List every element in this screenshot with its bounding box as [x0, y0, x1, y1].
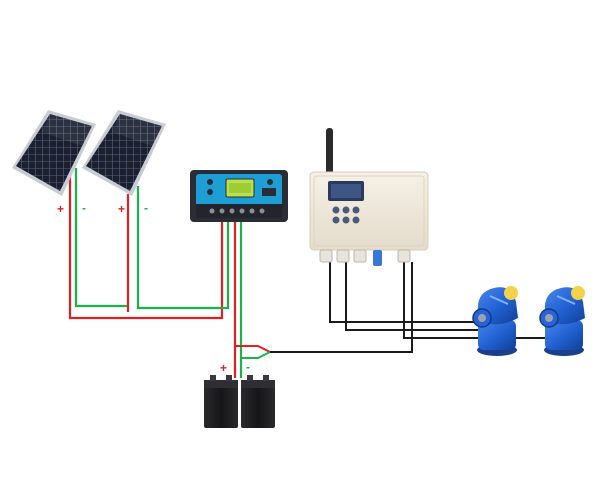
- controller-indicator-icon: [207, 179, 213, 185]
- wire-panel1-negative: [74, 168, 128, 308]
- rtu-keypad: [332, 206, 360, 224]
- usb-port-icon: [262, 188, 276, 196]
- rtu-controller-box: [309, 128, 429, 266]
- battery-icon: [241, 375, 275, 428]
- solar-panel-1: + -: [12, 110, 96, 216]
- wire-rtu-valve1-b: [345, 262, 484, 331]
- electric-valve-actuator-icon: [539, 286, 585, 356]
- wire-rtu-valve1-a: [329, 262, 484, 323]
- rtu-cable-glands: [319, 249, 411, 266]
- wire-load-positive: [235, 345, 271, 353]
- wire-load-negative: [241, 351, 271, 359]
- solar-panel-2: + -: [82, 110, 166, 216]
- battery-bank: + -: [204, 360, 275, 428]
- battery-plus-label: +: [220, 361, 227, 375]
- wire-panel2-negative: [136, 186, 230, 310]
- wire-rtu-power: [270, 262, 413, 353]
- wire-panel1-positive: [68, 168, 224, 320]
- antenna-icon: [326, 128, 333, 178]
- battery-minus-label: -: [246, 360, 250, 374]
- wiring: [68, 168, 563, 378]
- panel-2-minus-label: -: [144, 201, 148, 215]
- panel-1-plus-label: +: [57, 202, 64, 216]
- solar-charge-controller: [190, 170, 288, 222]
- controller-terminals: [209, 208, 265, 214]
- controller-indicator-icon: [207, 189, 213, 195]
- electric-valve-actuator-icon: [472, 286, 518, 356]
- valve-actuator-1: [472, 286, 518, 356]
- valve-actuator-2: [539, 286, 585, 356]
- battery-icon: [204, 375, 238, 428]
- panel-1-minus-label: -: [82, 201, 86, 215]
- panel-2-plus-label: +: [118, 202, 125, 216]
- controller-indicator-icon: [267, 179, 273, 185]
